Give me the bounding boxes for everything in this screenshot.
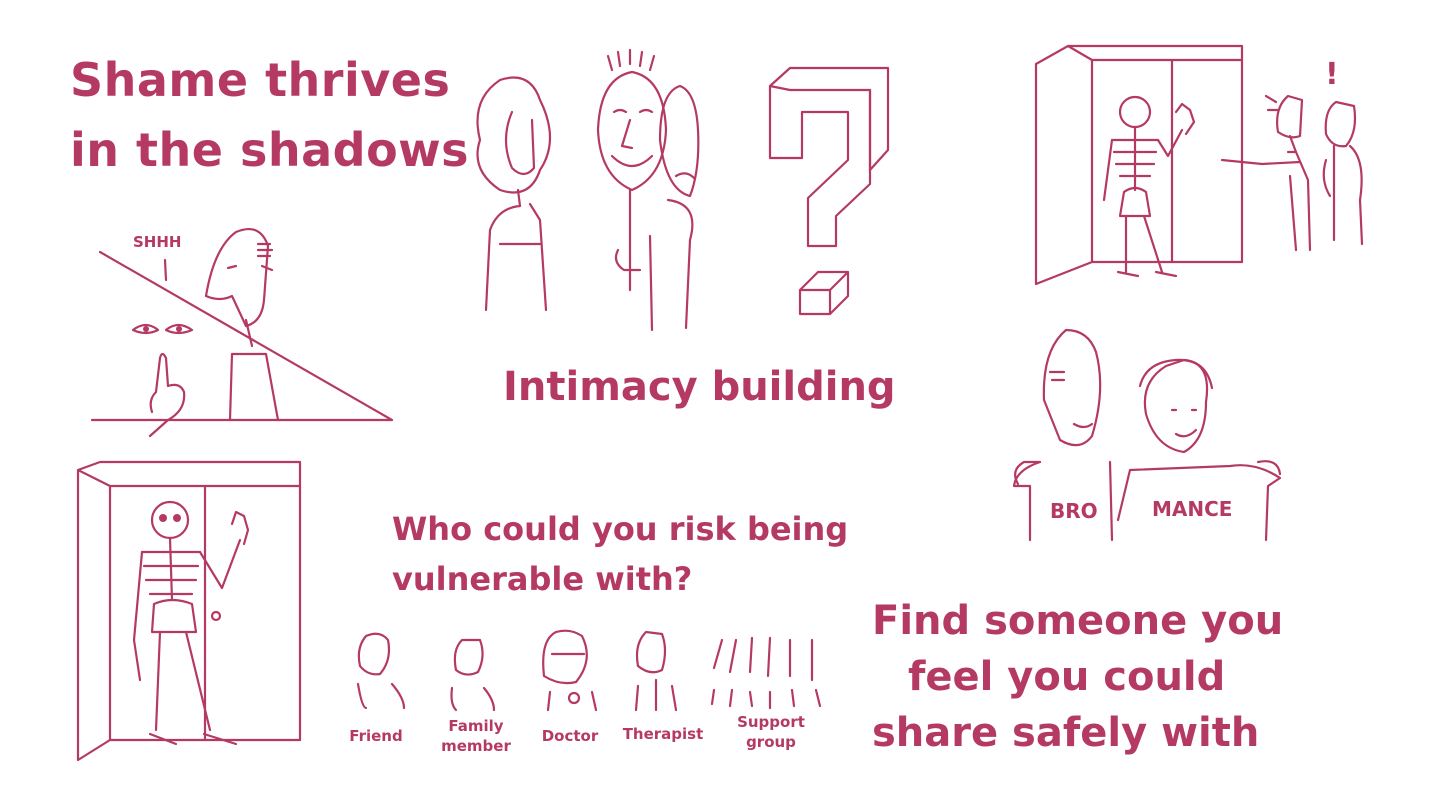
friend-label: Friend: [349, 727, 403, 745]
family-member-label: Family member: [441, 717, 511, 755]
therapist-label: Therapist: [622, 725, 704, 743]
shame-title-line2: in the shadows: [70, 123, 470, 177]
mance-text: MANCE: [1152, 497, 1232, 521]
who-question-line2: vulnerable with?: [392, 560, 693, 598]
shhh-text: SHHH: [133, 233, 181, 251]
shadow-scene-drawing: SHHH: [90, 228, 394, 438]
people-figures: [356, 629, 822, 712]
support-group-label: Support group: [737, 713, 805, 751]
skeleton-closet-drawing: [76, 460, 302, 762]
who-question-line1: Who could you risk being: [392, 510, 849, 548]
find-title-line1: Find someone you: [872, 598, 1284, 644]
masks-drawing: [476, 48, 890, 332]
find-title-line3: share safely with: [872, 710, 1260, 756]
shame-title-line1: Shame thrives: [70, 53, 451, 107]
intimacy-title: Intimacy building: [503, 364, 896, 410]
closet-pointing-drawing: !: [1034, 44, 1364, 286]
doctor-label: Doctor: [541, 727, 599, 745]
exclaim-text: !: [1325, 57, 1339, 92]
bro-text: BRO: [1050, 499, 1098, 523]
find-title-line2: feel you could: [908, 654, 1226, 700]
bromance-drawing: BRO MANCE: [1012, 328, 1282, 542]
